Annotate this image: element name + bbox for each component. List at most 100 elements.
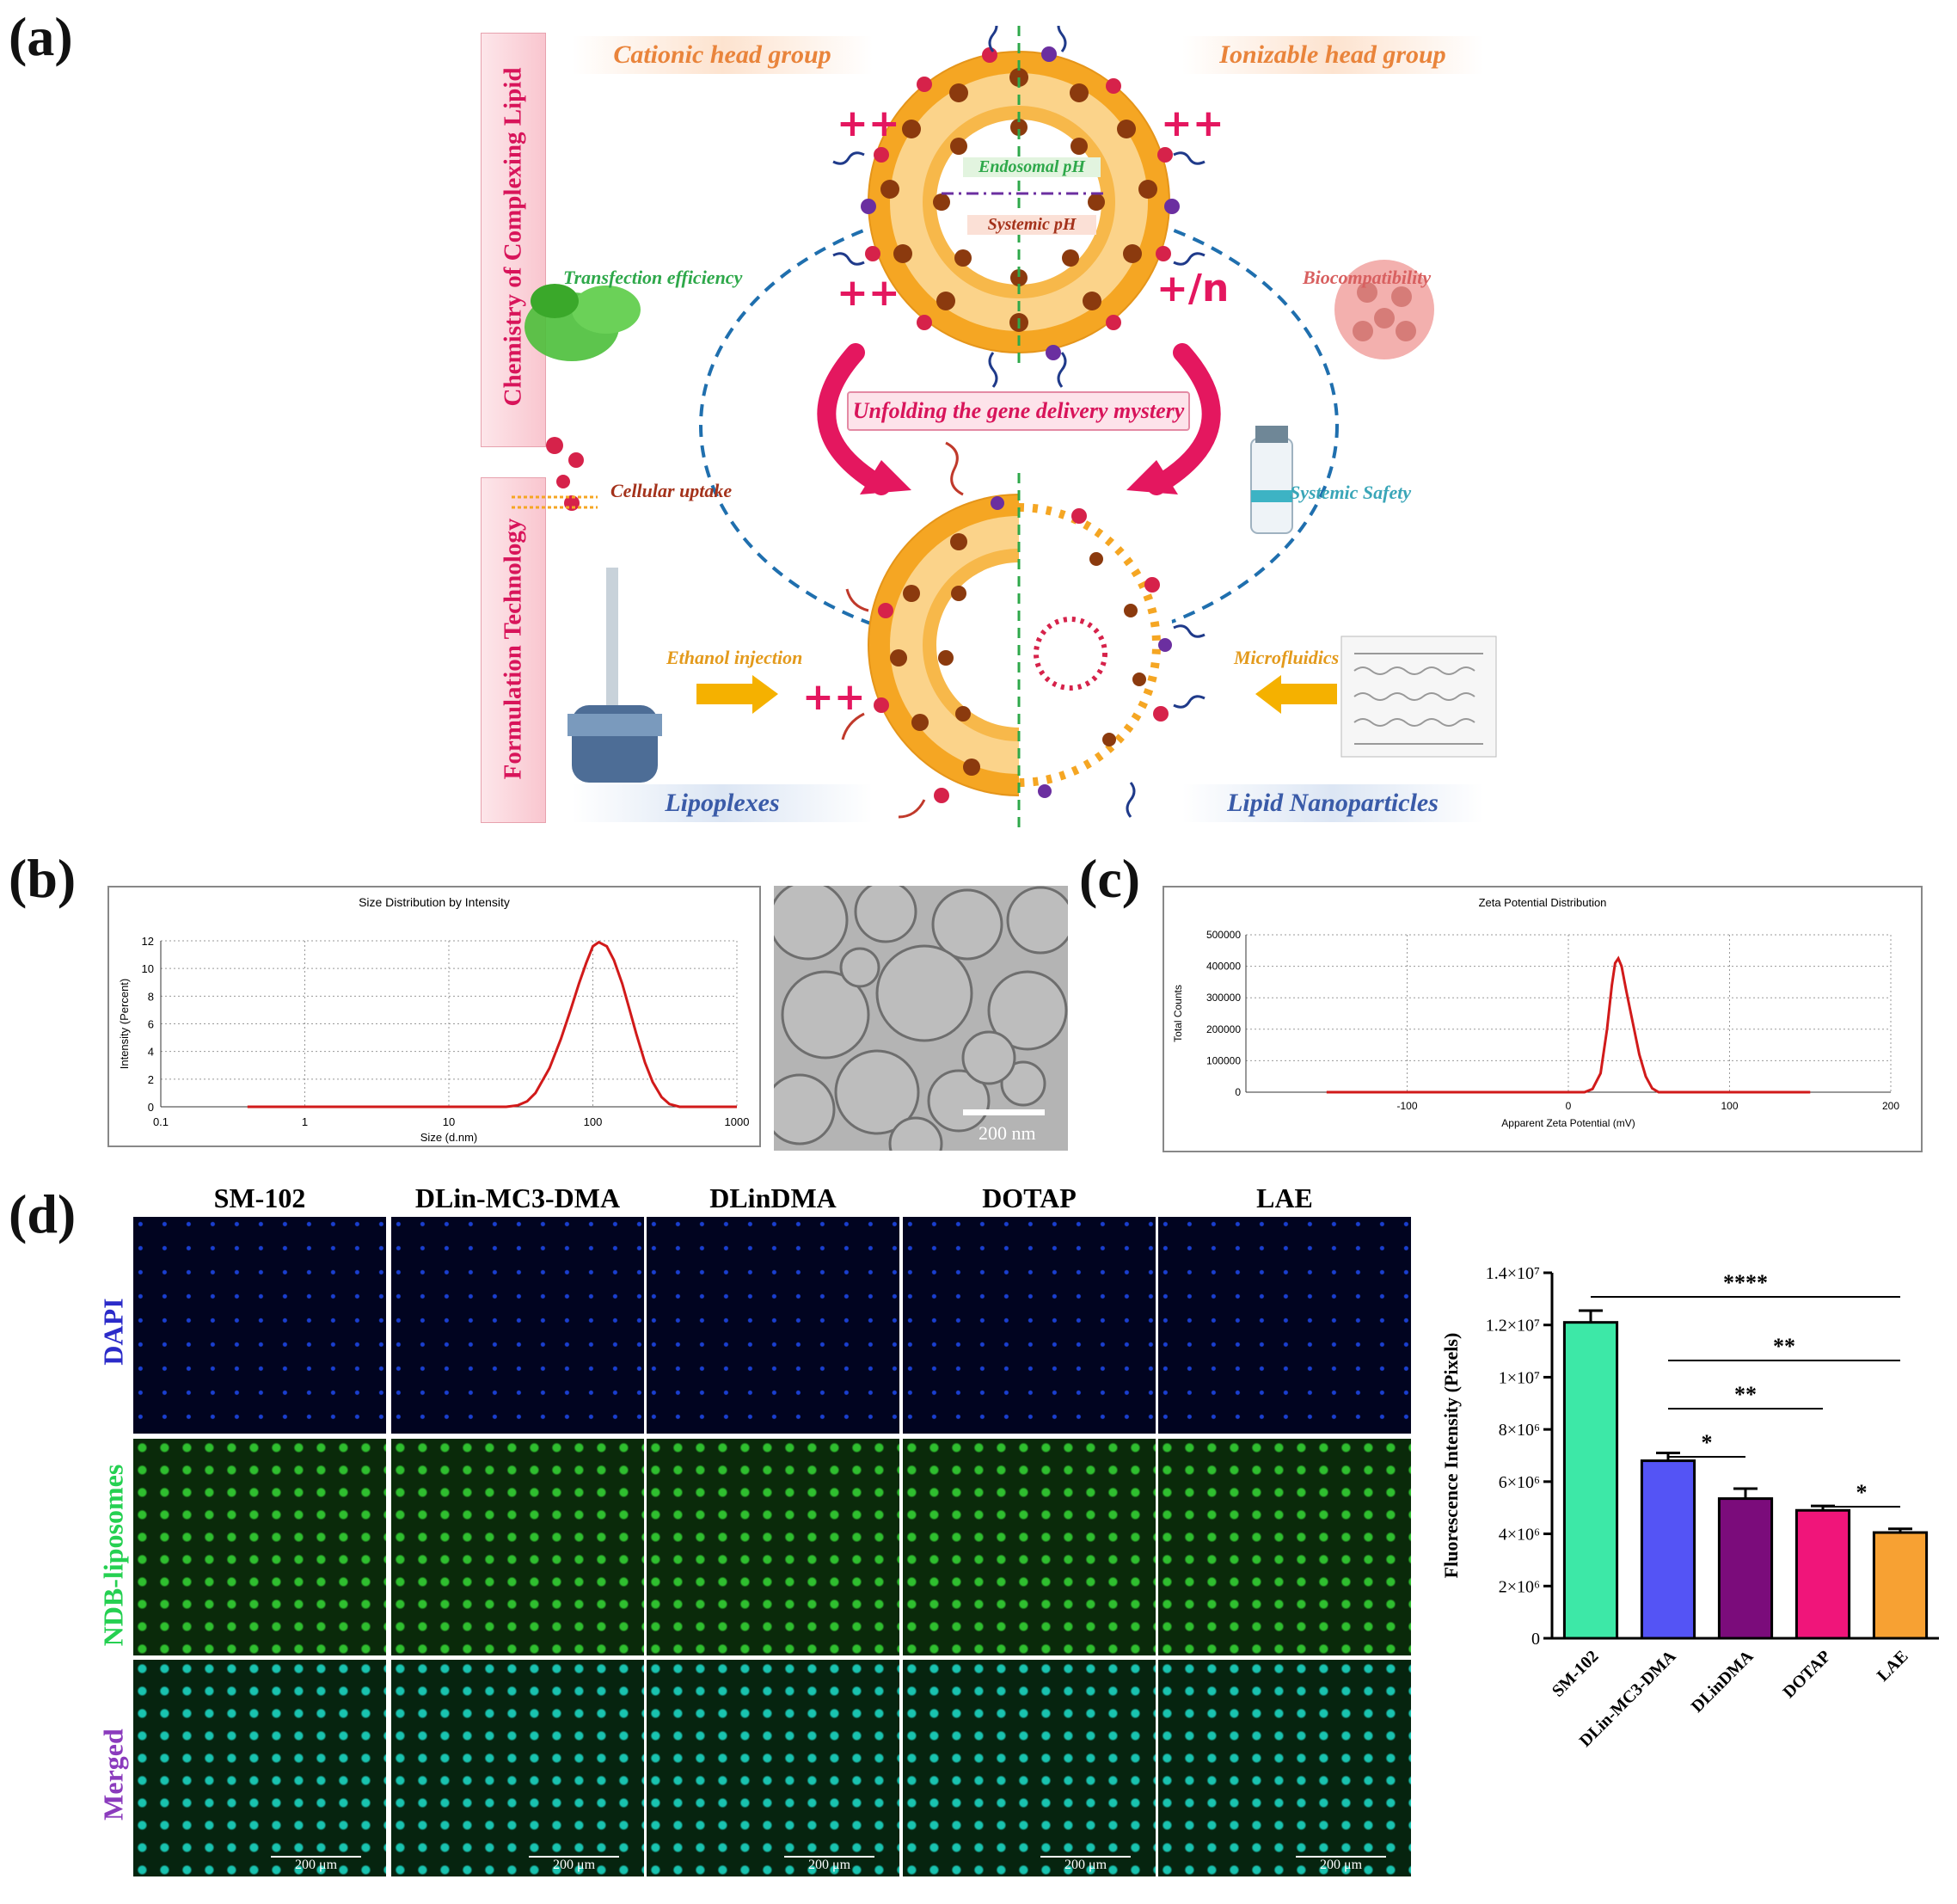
cells-illustration xyxy=(525,284,641,361)
tem-scale-text: 200 nm xyxy=(978,1122,1036,1144)
transfection-label: Transfection efficiency xyxy=(563,267,743,288)
cellular-uptake-label: Cellular uptake xyxy=(610,480,733,501)
row-label-merged: Merged xyxy=(97,1729,129,1821)
micro-scale-text: 200 μm xyxy=(808,1858,851,1872)
bar xyxy=(1794,1508,1851,1640)
size-distribution-plot: Size Distribution by Intensity 0.1 1 10 100 1… xyxy=(107,886,761,1147)
column-header: SM-102 xyxy=(213,1182,306,1213)
size-y-tick-label: 4 xyxy=(148,1046,154,1059)
cationic-head-label: Cationic head group xyxy=(572,36,873,74)
zeta-chart-title: Zeta Potential Distribution xyxy=(1479,896,1607,909)
micrograph-tile xyxy=(133,1439,386,1655)
zeta-x-tick-label: 0 xyxy=(1566,1100,1572,1112)
center-banner: Unfolding the gene delivery mystery xyxy=(847,391,1190,431)
panel-label-c: (c) xyxy=(1079,848,1141,909)
lnp-label: Lipid Nanoparticles xyxy=(1182,784,1483,822)
size-series-line xyxy=(247,940,737,1109)
size-x-label: Size (d.nm) xyxy=(420,1131,477,1144)
size-x-tick-label: 10 xyxy=(443,1115,455,1128)
bar-x-tick-label: DOTAP xyxy=(1780,1647,1835,1702)
microscopy-grid: 200 μm 200 μm 200 μm 200 μm 200 μm xyxy=(133,1217,1411,1883)
size-x-tick-label: 100 xyxy=(584,1115,603,1128)
charge-top-right: ++ xyxy=(1161,101,1224,145)
size-distribution-svg: Size Distribution by Intensity 0.1 1 10 100 1… xyxy=(118,895,749,1144)
micro-scale-text: 200 μm xyxy=(1064,1858,1107,1872)
biocompatibility-label: Biocompatibility xyxy=(1303,267,1432,288)
zeta-x-tick-label: -100 xyxy=(1396,1100,1417,1112)
significance-label: **** xyxy=(1723,1270,1768,1295)
micrograph-tile: 200 μm xyxy=(133,1660,386,1876)
zeta-y-tick-label: 500000 xyxy=(1206,929,1241,941)
side-title-box-chemistry: Chemistry of Complexing Lipid xyxy=(481,33,546,447)
micro-scale-text: 200 μm xyxy=(553,1858,596,1872)
micrograph-tile xyxy=(391,1217,644,1434)
micrograph-tile xyxy=(391,1439,644,1655)
zeta-series-line xyxy=(1326,955,1811,1094)
micrograph-tile xyxy=(647,1439,899,1655)
micro-scale-bar xyxy=(529,1856,619,1858)
size-y-tick-label: 10 xyxy=(142,962,154,975)
micrograph-tile xyxy=(903,1217,1156,1434)
bar xyxy=(1640,1459,1696,1640)
lipoplexes-label: Lipoplexes xyxy=(572,784,873,822)
micrograph-tile xyxy=(647,1217,899,1434)
zeta-y-tick-label: 0 xyxy=(1235,1086,1241,1098)
zeta-y-tick-label: 200000 xyxy=(1206,1023,1241,1035)
column-header: LAE xyxy=(1256,1182,1313,1213)
systemic-ph-label: Systemic pH xyxy=(967,215,1096,235)
micrograph-tile: 200 μm xyxy=(391,1660,644,1876)
panel-label-d: (d) xyxy=(9,1183,77,1244)
micro-scale-text: 200 μm xyxy=(1320,1858,1363,1872)
bar-y-tick-label: 8×10⁶ xyxy=(1499,1421,1540,1440)
size-y-label: Intensity (Percent) xyxy=(118,979,131,1070)
bar-x-tick-label: DLinDMA xyxy=(1688,1647,1758,1717)
micrograph-tile xyxy=(1158,1439,1411,1655)
size-y-tick-label: 6 xyxy=(148,1018,154,1031)
microfluidics-label: Microfluidics xyxy=(1234,647,1340,668)
size-y-tick-label: 12 xyxy=(142,935,154,948)
tem-image: 200 nm xyxy=(774,886,1068,1151)
systemic-safety-label: Systemic Safety xyxy=(1290,482,1412,503)
column-header: DOTAP xyxy=(982,1182,1077,1213)
size-chart-title: Size Distribution by Intensity xyxy=(359,895,510,909)
column-header: DLinDMA xyxy=(709,1182,837,1213)
bar-y-tick-label: 1.2×10⁷ xyxy=(1486,1317,1540,1336)
tem-scale-bar xyxy=(963,1109,1045,1115)
micrograph-tile: 200 μm xyxy=(903,1660,1156,1876)
micrograph-tile: 200 μm xyxy=(647,1660,899,1876)
micrograph-tile: 200 μm xyxy=(1158,1660,1411,1876)
significance-label: * xyxy=(1702,1430,1713,1455)
column-header: DLin-MC3-DMA xyxy=(414,1182,621,1213)
ionizable-head-label: Ionizable head group xyxy=(1182,36,1483,74)
zeta-y-tick-label: 400000 xyxy=(1206,961,1241,973)
bar-y-tick-label: 2×10⁶ xyxy=(1499,1577,1540,1596)
ethanol-injection-label: Ethanol injection xyxy=(666,647,803,668)
size-x-tick-label: 1 xyxy=(302,1115,308,1128)
zeta-y-label: Total Counts xyxy=(1172,985,1184,1042)
charge-bottom-left: ++ xyxy=(802,675,866,719)
micrograph-tile xyxy=(903,1439,1156,1655)
bar-x-tick-label: SM-102 xyxy=(1549,1647,1603,1701)
size-x-tick-label: 0.1 xyxy=(153,1115,169,1128)
zeta-y-tick-label: 100000 xyxy=(1206,1054,1241,1066)
bottom-lnp xyxy=(841,441,1205,830)
bar xyxy=(1872,1531,1929,1640)
significance-label: * xyxy=(1856,1480,1868,1505)
charge-top-left: ++ xyxy=(837,101,900,145)
zeta-y-tick-label: 300000 xyxy=(1206,992,1241,1004)
micro-scale-text: 200 μm xyxy=(295,1858,338,1872)
micro-scale-bar xyxy=(1296,1856,1386,1858)
panel-label-a: (a) xyxy=(9,6,73,67)
top-liposome xyxy=(832,26,1205,388)
micro-scale-bar xyxy=(1040,1856,1131,1858)
zeta-x-tick-label: 100 xyxy=(1721,1100,1738,1112)
micro-scale-bar xyxy=(784,1856,874,1858)
charge-mid-right: +/n xyxy=(1156,267,1230,310)
side-title-box-formulation: Formulation Technology xyxy=(481,477,546,823)
schematic-panel: Chemistry of Complexing Lipid Formulatio… xyxy=(477,26,1509,834)
significance-label: ** xyxy=(1773,1334,1795,1359)
bar-x-tick-label: LAE xyxy=(1874,1647,1912,1686)
